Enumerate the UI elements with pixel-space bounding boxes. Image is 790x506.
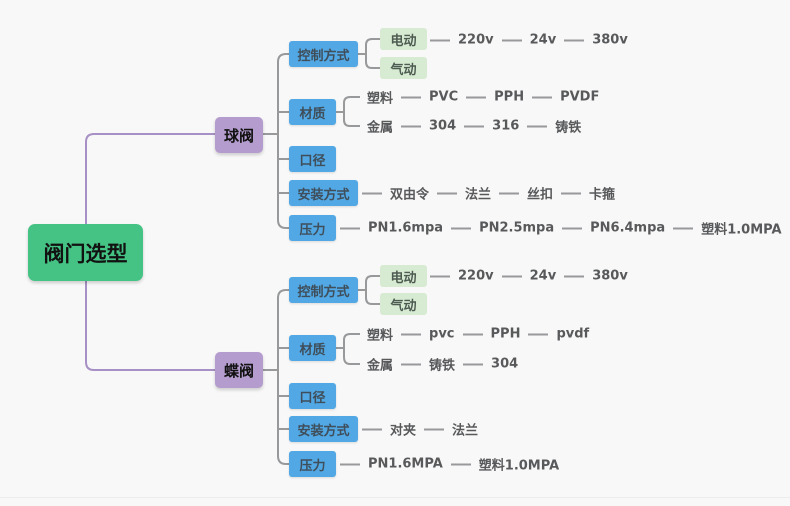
leaf-item[interactable]: 法兰 bbox=[465, 187, 492, 203]
connector-segment bbox=[564, 39, 585, 41]
leaf-item[interactable]: 380v bbox=[592, 32, 628, 48]
connector-segment bbox=[564, 275, 585, 277]
node-fly-material[interactable]: 材质 bbox=[289, 335, 336, 361]
leaf-item[interactable]: 法兰 bbox=[452, 423, 479, 439]
leaf-item[interactable]: 铸铁 bbox=[555, 120, 582, 136]
leaf-item[interactable]: 24v bbox=[529, 268, 557, 284]
leaf-item[interactable]: 金属 bbox=[367, 120, 394, 136]
root-to-ball-connector bbox=[85, 133, 215, 252]
connector-segment bbox=[501, 275, 522, 277]
chain-fly-voltages: 220v 24v 380v bbox=[430, 269, 628, 284]
leaf-item[interactable]: 304 bbox=[491, 356, 519, 372]
leaf-item[interactable]: PN2.5mpa bbox=[479, 220, 555, 236]
node-fly-control[interactable]: 控制方式 bbox=[289, 277, 358, 303]
connector-segment bbox=[401, 363, 422, 365]
root-to-butterfly-connector bbox=[85, 252, 215, 371]
node-ball-pressure[interactable]: 压力 bbox=[289, 215, 336, 241]
leaf-item[interactable]: pvdf bbox=[556, 326, 590, 342]
node-fly-diameter[interactable]: 口径 bbox=[289, 383, 336, 409]
connector-segment bbox=[340, 463, 360, 465]
butterfly-control-fork bbox=[358, 275, 380, 305]
connector-segment bbox=[527, 125, 548, 127]
node-root[interactable]: 阀门选型 bbox=[28, 224, 143, 281]
leaf-item[interactable]: PVC bbox=[429, 89, 459, 105]
ball-material-fork bbox=[336, 96, 360, 127]
chain-fly-metal: 金属 铸铁 304 bbox=[367, 355, 518, 374]
node-fly-electric[interactable]: 电动 bbox=[380, 265, 427, 287]
connector-segment bbox=[424, 428, 445, 430]
connector-segment bbox=[466, 96, 487, 98]
node-ball-diameter[interactable]: 口径 bbox=[289, 146, 336, 172]
chain-fly-mounts: 对夹 法兰 bbox=[362, 420, 478, 439]
chain-ball-plastic: 塑料 PVC PPH PVDF bbox=[367, 88, 599, 107]
leaf-item[interactable]: 丝扣 bbox=[527, 187, 554, 203]
connector-segment bbox=[562, 227, 583, 229]
leaf-item[interactable]: 卡箍 bbox=[589, 187, 616, 203]
node-fly-pneumatic[interactable]: 气动 bbox=[380, 293, 427, 315]
leaf-item[interactable]: 304 bbox=[429, 118, 457, 134]
leaf-item[interactable]: 塑料 bbox=[367, 91, 394, 107]
node-ball-valve[interactable]: 球阀 bbox=[215, 117, 263, 153]
node-ball-install[interactable]: 安装方式 bbox=[289, 180, 358, 206]
leaf-item[interactable]: 对夹 bbox=[390, 423, 417, 439]
leaf-item[interactable]: PPH bbox=[494, 89, 525, 105]
leaf-item[interactable]: 220v bbox=[458, 268, 494, 284]
leaf-item[interactable]: 铸铁 bbox=[429, 358, 456, 374]
chain-ball-ratings: PN1.6mpa PN2.5mpa PN6.4mpa 塑料1.0MPA bbox=[340, 219, 782, 238]
node-butterfly-valve[interactable]: 蝶阀 bbox=[215, 352, 263, 388]
connector-segment bbox=[501, 39, 522, 41]
connector-segment bbox=[362, 192, 382, 194]
chain-ball-metal: 金属 304 316 铸铁 bbox=[367, 117, 581, 136]
leaf-item[interactable]: 塑料1.0MPA bbox=[478, 458, 560, 474]
connector-segment bbox=[362, 428, 382, 430]
butterfly-material-fork bbox=[336, 333, 360, 365]
leaf-item[interactable]: 双由令 bbox=[390, 187, 430, 203]
connector-segment bbox=[340, 227, 360, 229]
connector-segment bbox=[532, 96, 553, 98]
connector-segment bbox=[401, 125, 422, 127]
connector-segment bbox=[401, 96, 422, 98]
leaf-item[interactable]: 24v bbox=[529, 32, 557, 48]
chain-fly-plastic: 塑料 pvc PPH pvdf bbox=[367, 325, 589, 344]
ball-control-fork bbox=[358, 38, 380, 69]
node-fly-pressure[interactable]: 压力 bbox=[289, 451, 336, 477]
node-ball-pneumatic[interactable]: 气动 bbox=[380, 57, 427, 79]
leaf-item[interactable]: PVDF bbox=[560, 89, 600, 105]
chain-fly-ratings: PN1.6MPA 塑料1.0MPA bbox=[340, 455, 559, 474]
connector-segment bbox=[401, 333, 422, 335]
connector-segment bbox=[463, 363, 484, 365]
leaf-item[interactable]: PN1.6MPA bbox=[368, 456, 443, 472]
leaf-item[interactable]: 塑料1.0MPA bbox=[701, 222, 782, 238]
leaf-item[interactable]: PN1.6mpa bbox=[368, 220, 444, 236]
leaf-item[interactable]: 金属 bbox=[367, 358, 394, 374]
node-fly-install[interactable]: 安装方式 bbox=[289, 416, 358, 442]
chain-ball-mounts: 双由令 法兰 丝扣 卡箍 bbox=[362, 184, 615, 203]
leaf-item[interactable]: 380v bbox=[592, 268, 628, 284]
butterfly-branch-spine bbox=[263, 289, 289, 465]
connector-segment bbox=[528, 333, 549, 335]
connector-segment bbox=[673, 227, 694, 229]
connector-segment bbox=[464, 125, 485, 127]
leaf-item[interactable]: 220v bbox=[458, 32, 494, 48]
ball-branch-spine bbox=[263, 53, 289, 229]
connector-segment bbox=[561, 192, 582, 194]
connector-segment bbox=[462, 333, 483, 335]
connector-segment bbox=[499, 192, 520, 194]
leaf-item[interactable]: 316 bbox=[492, 118, 520, 134]
chain-ball-voltages: 220v 24v 380v bbox=[430, 33, 628, 48]
leaf-item[interactable]: PN6.4mpa bbox=[590, 220, 666, 236]
connector-segment bbox=[451, 227, 472, 229]
leaf-item[interactable]: 塑料 bbox=[367, 328, 394, 344]
leaf-item[interactable]: PPH bbox=[490, 326, 521, 342]
leaf-item[interactable]: pvc bbox=[429, 326, 455, 342]
connector-segment bbox=[430, 275, 450, 277]
node-ball-control[interactable]: 控制方式 bbox=[289, 41, 358, 67]
connector-segment bbox=[450, 463, 471, 465]
connector-segment bbox=[437, 192, 458, 194]
bottom-divider bbox=[0, 497, 790, 498]
connector-segment bbox=[430, 39, 450, 41]
node-ball-material[interactable]: 材质 bbox=[289, 99, 336, 125]
node-ball-electric[interactable]: 电动 bbox=[380, 28, 427, 50]
